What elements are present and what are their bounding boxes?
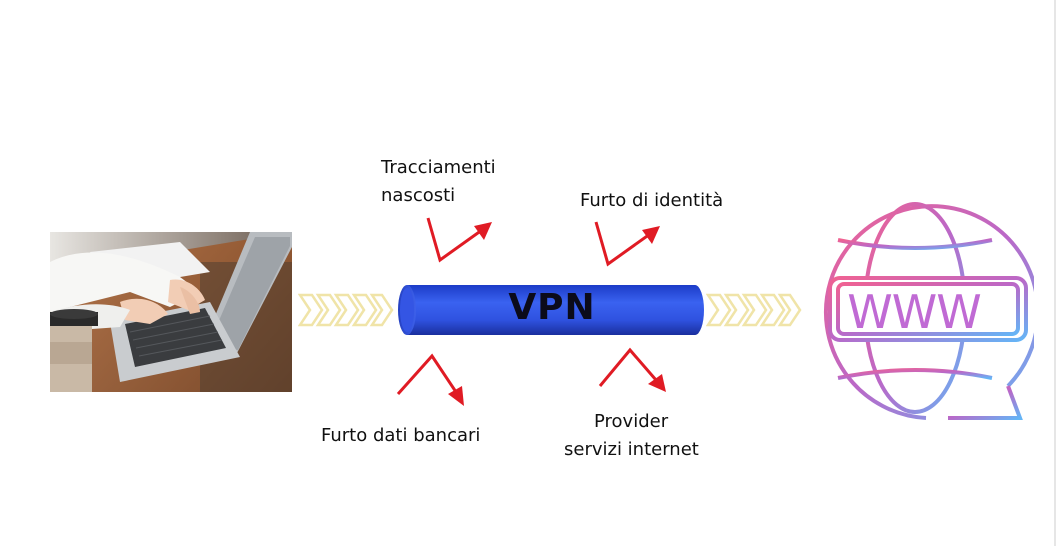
www-label: WWW [847, 285, 981, 339]
chevron-arrows-left [298, 293, 394, 327]
deflect-arrow-icon [598, 347, 666, 392]
chevron-arrows-right [706, 293, 802, 327]
laptop-user-photo [50, 232, 292, 392]
threat-hidden-tracking-line1: Tracciamenti [381, 157, 496, 178]
threat-isp-label: Provider servizi internet [564, 408, 699, 464]
threat-bank-data-theft-line1: Furto dati bancari [321, 425, 481, 446]
deflect-arrow-icon [594, 221, 660, 267]
vpn-tunnel [398, 285, 704, 335]
threat-isp-line1: Provider [594, 411, 669, 432]
right-edge-divider [1054, 0, 1056, 546]
deflect-arrow-icon [426, 217, 492, 263]
threat-bank-data-theft-label: Furto dati bancari [321, 422, 480, 450]
threat-hidden-tracking-label: Tracciamenti nascosti [381, 154, 496, 210]
threat-hidden-tracking-line2: nascosti [381, 185, 456, 206]
threat-identity-theft-label: Furto di identità [580, 187, 723, 215]
threat-identity-theft-line1: Furto di identità [580, 190, 724, 211]
threat-isp-line2: servizi internet [564, 439, 699, 460]
deflect-arrow-icon [396, 353, 464, 406]
vpn-label: VPN [508, 287, 596, 328]
globe-icon [814, 202, 1034, 420]
